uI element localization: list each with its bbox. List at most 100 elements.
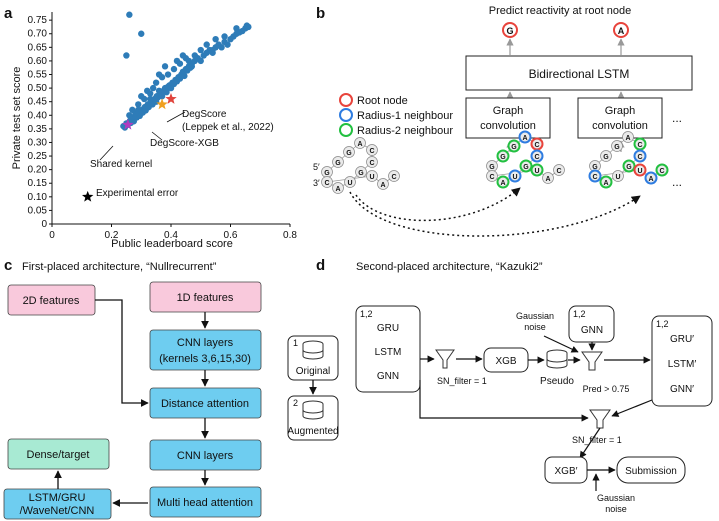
rna-base-label: C xyxy=(592,174,597,181)
models1-lstm: LSTM xyxy=(375,347,402,358)
rna-base-label: C xyxy=(556,168,561,175)
rna-base-label: U xyxy=(615,174,620,181)
graph-conv-2-line1: Graph xyxy=(605,105,636,117)
gaussian-noise-2-line2: noise xyxy=(605,504,627,514)
pseudo-label: Pseudo xyxy=(540,376,574,387)
original-label: Original xyxy=(296,366,330,377)
panel-c-title: First-placed architecture, “Nullrecurren… xyxy=(22,261,217,273)
xgb2-label: XGB′ xyxy=(555,466,578,477)
rna-base-label: A xyxy=(500,180,505,187)
database-icon xyxy=(302,340,324,360)
rna-base-node xyxy=(496,175,510,189)
ellipsis-1: ... xyxy=(672,111,682,125)
rna-base-label: G xyxy=(626,164,632,171)
data-point xyxy=(209,46,216,54)
legend-root-swatch xyxy=(339,93,353,107)
data-point xyxy=(126,112,133,119)
degscore-xgb-star xyxy=(156,98,168,110)
submission-label: Submission xyxy=(625,466,677,477)
rna-base-label: G xyxy=(335,160,341,167)
y-tick-label: 0.30 xyxy=(28,137,48,148)
graph-conv-box-2 xyxy=(577,97,663,139)
rna-base-label: C xyxy=(534,154,539,161)
annotation-degscore-xgb: DegScore-XGB xyxy=(150,138,219,149)
rna-base-label: G xyxy=(346,150,352,157)
data-point xyxy=(158,93,166,100)
rna-base-node xyxy=(633,149,647,163)
sn-filter-label-2: SN_filter = 1 xyxy=(572,435,622,445)
y-tick-label: 0.50 xyxy=(28,83,48,94)
legend-r2-swatch xyxy=(339,123,353,137)
rna-base-node xyxy=(332,156,344,168)
rna-base-label: G xyxy=(592,164,598,171)
rna-base-node xyxy=(508,169,522,183)
data-point xyxy=(146,95,154,103)
arrow-models1-to-filter3 xyxy=(419,380,589,422)
rna-base-label: G xyxy=(500,154,506,161)
rna-base-label: G xyxy=(324,170,330,177)
data-point xyxy=(123,52,130,59)
rna-base-node xyxy=(553,164,565,176)
y-axis-label: Private test set score xyxy=(11,67,23,170)
panel-d-title: Second-placed architecture, “Kazuki2” xyxy=(356,261,543,273)
models1-gru: GRU xyxy=(377,323,399,334)
output-node-a xyxy=(613,22,629,38)
rna-base-label: G xyxy=(489,164,495,171)
xgb-pointer xyxy=(151,131,163,141)
rna-base-node xyxy=(355,166,367,178)
rna-base-node xyxy=(332,182,344,194)
strand-5-label: 5′ xyxy=(313,162,320,172)
models2-num: 1,2 xyxy=(656,319,669,329)
panel-b: b Predict reactivity at root node G A Bi… xyxy=(313,5,693,237)
filter-icon xyxy=(435,349,455,369)
data-point xyxy=(188,63,196,70)
panel-c: c First-placed architecture, “Nullrecurr… xyxy=(3,257,262,520)
y-tick-label: 0.40 xyxy=(28,110,48,121)
lstm-box xyxy=(465,55,693,91)
data-point xyxy=(221,33,228,40)
experimental-error-star xyxy=(81,190,94,202)
y-tick-label: 0.05 xyxy=(28,205,48,216)
gnn-num: 1,2 xyxy=(573,309,586,319)
data-point xyxy=(152,79,160,86)
shared-kernel-pointer xyxy=(99,145,114,161)
rna-base-node xyxy=(343,146,355,158)
rna-base-label: C xyxy=(637,142,642,149)
distance-attention-label: Distance attention xyxy=(161,398,249,410)
rna-base-label: U xyxy=(347,180,352,187)
rna-base-node xyxy=(496,149,510,163)
dashed-link-2 xyxy=(349,191,641,237)
data-point xyxy=(144,87,151,95)
data-point xyxy=(138,30,145,37)
pred-label: Pred > 0.75 xyxy=(583,384,630,394)
gaussian-noise-2-line1: Gaussian xyxy=(597,493,635,503)
rna-base-label: C xyxy=(391,174,396,181)
rna-base-label: G xyxy=(511,144,517,151)
submission-box xyxy=(616,456,686,484)
rna-base-label: C xyxy=(489,174,494,181)
strand-3-label: 3′ xyxy=(313,178,320,188)
rna-base-label: C xyxy=(637,154,642,161)
data-point xyxy=(138,93,145,100)
rna-base-node xyxy=(366,170,378,182)
rna-base-node xyxy=(612,170,624,182)
panel-b-title: Predict reactivity at root node xyxy=(489,5,631,17)
data-point xyxy=(155,87,163,95)
rna-base-node xyxy=(599,175,613,189)
scatter-plot: 00.050.100.150.200.250.300.350.400.450.5… xyxy=(28,11,297,241)
legend-radius2: Radius-2 neighbour xyxy=(357,125,453,137)
data-point xyxy=(245,23,252,31)
sn-filter-label-1: SN_filter = 1 xyxy=(437,376,487,386)
rna-base-node xyxy=(600,150,612,162)
arrow-models2-to-filter3 xyxy=(611,399,653,417)
annotation-degscore: DegScore xyxy=(182,109,227,120)
rna-base-label: U xyxy=(534,168,539,175)
lstm-gru-line2: /WaveNet/CNN xyxy=(20,505,95,517)
data-point xyxy=(182,55,190,62)
output-g-label: G xyxy=(506,26,513,36)
rna-base-node xyxy=(366,144,378,156)
gaussian-noise-1-line1: Gaussian xyxy=(516,311,554,321)
gaussian-noise-1-line2: noise xyxy=(524,322,546,332)
y-tick-label: 0.25 xyxy=(28,151,48,162)
data-point xyxy=(149,84,157,92)
